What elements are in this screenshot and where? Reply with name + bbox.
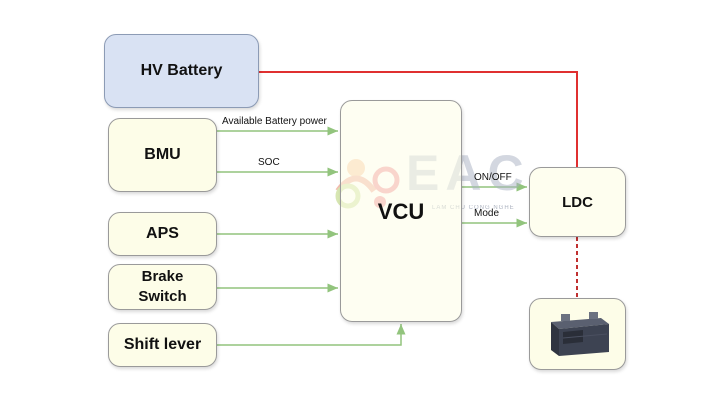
ldc-label: LDC xyxy=(562,193,593,211)
vcu-label: VCU xyxy=(377,199,425,224)
on-off-label: ON/OFF xyxy=(474,172,512,183)
vcu-block: VCU xyxy=(340,100,462,322)
battery-image-block xyxy=(529,298,626,370)
shift-lever-label: Shift lever xyxy=(123,336,202,353)
hv-battery-block: HV Battery xyxy=(104,34,259,108)
aps-block: APS xyxy=(108,212,217,256)
hv-battery-label: HV Battery xyxy=(140,62,223,79)
brake-label-line2: Switch xyxy=(138,288,187,305)
bmu-block: BMU xyxy=(108,118,217,192)
mode-label: Mode xyxy=(474,208,500,219)
brake-switch-block: Brake Switch xyxy=(108,264,217,310)
brake-label-line1: Brake xyxy=(141,268,184,285)
available-power-label: Available Battery power xyxy=(222,116,327,127)
12v-battery-icon xyxy=(550,312,609,356)
shift-lever-arrow xyxy=(217,324,406,346)
soc-label: SOC xyxy=(258,157,280,168)
bmu-label: BMU xyxy=(144,146,181,163)
ldc-block: LDC xyxy=(529,167,626,237)
shift-lever-block: Shift lever xyxy=(108,323,217,367)
hv-power-line xyxy=(259,71,578,168)
aps-label: APS xyxy=(146,225,179,242)
